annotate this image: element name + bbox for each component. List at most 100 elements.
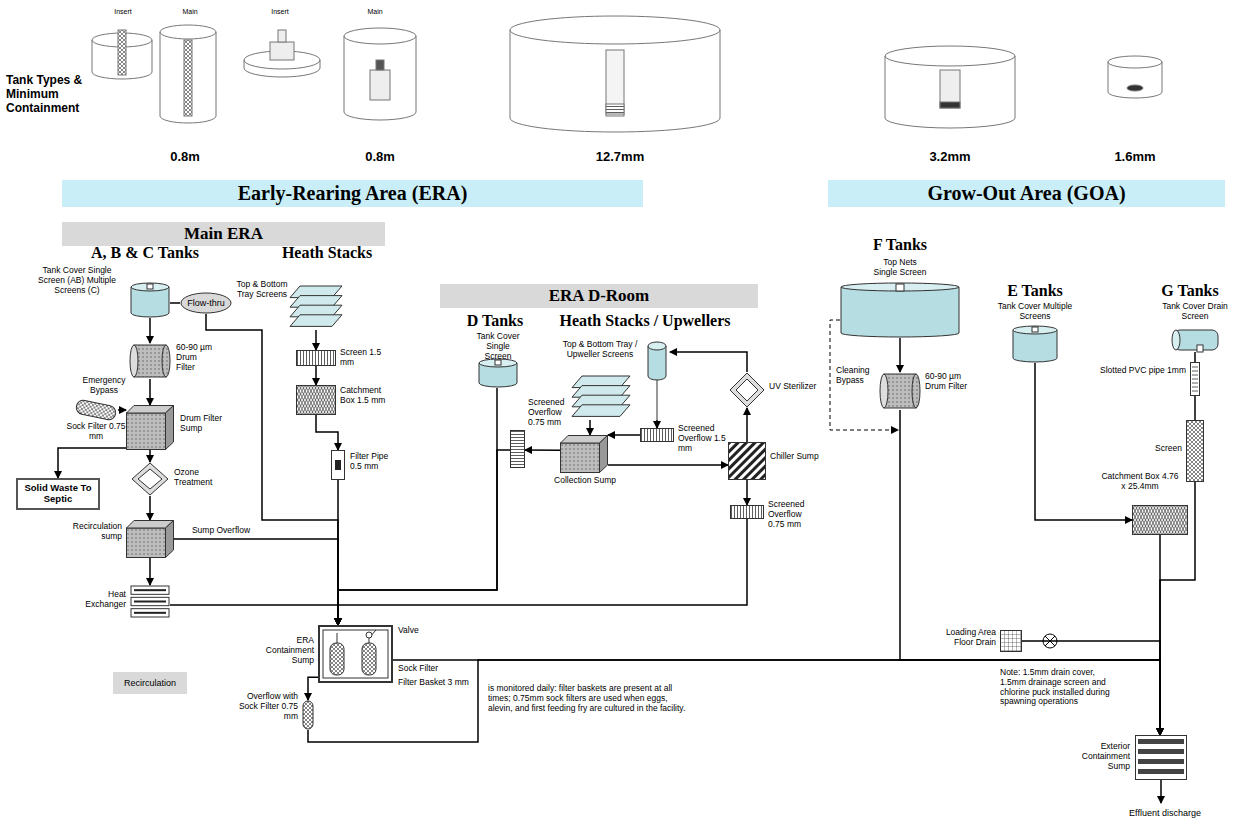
slotted-pipe: Slotted PVC pipe 1mm bbox=[1190, 362, 1200, 396]
flow-connector bbox=[1194, 396, 1196, 420]
drain-screen: Screen bbox=[1186, 420, 1204, 482]
tank-cover: Tank Cover Multiple Screens bbox=[1012, 325, 1058, 363]
annotation-label: 1.6mm bbox=[1110, 150, 1160, 165]
annotation-label: 0.8m bbox=[165, 150, 205, 165]
annotation-label: Tank Types & Minimum Containment bbox=[6, 74, 90, 115]
annotation-label: Filter Basket 3 mm bbox=[398, 678, 478, 688]
chiller-sump: Chiller Sump bbox=[728, 442, 766, 480]
component-icon bbox=[130, 585, 170, 619]
node-label: Tank Cover Multiple Screens bbox=[990, 302, 1080, 322]
flow-connector bbox=[149, 558, 151, 585]
node-text: Early-Rearing Area (ERA) bbox=[238, 182, 468, 205]
flow-connector bbox=[589, 420, 591, 435]
flow-connector bbox=[746, 480, 748, 505]
flow-connector bbox=[149, 450, 151, 462]
annotation-label: is monitored daily: filter baskets are p… bbox=[488, 684, 688, 713]
component-icon bbox=[640, 428, 674, 442]
annotation-label: 12.7mm bbox=[590, 150, 650, 165]
sump-box: Collection Sump bbox=[560, 435, 608, 473]
node-label: ERA Containment Sump bbox=[256, 636, 314, 665]
sump-box: Recirculation sump bbox=[126, 520, 174, 558]
flow-connector bbox=[608, 434, 640, 436]
flow-connector bbox=[149, 318, 151, 343]
flow-thru-ellipse: Flow-thru bbox=[180, 292, 232, 314]
component-icon bbox=[1135, 735, 1187, 780]
section-heading: E Tanks bbox=[995, 282, 1075, 300]
section-heading: A, B & C Tanks bbox=[70, 244, 220, 262]
catchment-box: Catchment Box 1.5 mm bbox=[296, 385, 336, 415]
g-tank: Tank Cover Drain Screen bbox=[1170, 328, 1220, 352]
flow-connector bbox=[393, 660, 1160, 735]
area-band: Grow-Out Area (GOA) bbox=[828, 180, 1225, 207]
node-label: Ozone Treatment bbox=[174, 468, 229, 488]
node-label: Top & Bottom Tray / Upweller Screens bbox=[555, 340, 645, 360]
node-label: Screen 1.5 mm bbox=[340, 348, 384, 368]
flow-connector bbox=[1194, 352, 1196, 362]
flow-connector bbox=[656, 420, 658, 428]
node-text: Grow-Out Area (GOA) bbox=[927, 182, 1125, 205]
annotation-label: Effluent discharge bbox=[1110, 808, 1220, 818]
component-icon bbox=[296, 350, 336, 366]
component-icon bbox=[730, 505, 764, 519]
node-text: ERA D-Room bbox=[549, 286, 650, 306]
drum-filter: 60-90 µm Drum Filter bbox=[879, 372, 921, 410]
discharge-arrow bbox=[1160, 780, 1162, 803]
containment-sump: ERA Containment Sump bbox=[318, 625, 393, 683]
flow-connector bbox=[174, 539, 338, 625]
heat-exchanger: Heat Exchanger bbox=[130, 585, 170, 619]
flow-connector bbox=[58, 448, 126, 478]
component-icon bbox=[130, 282, 170, 318]
node-label: Filter Pipe 0.5 mm bbox=[350, 452, 392, 472]
component-icon bbox=[74, 400, 118, 420]
component-icon bbox=[131, 462, 169, 496]
room-band: ERA D-Room bbox=[440, 284, 758, 308]
flow-connector bbox=[149, 379, 151, 405]
waste-box: Solid Waste To Septic bbox=[16, 478, 100, 510]
flow-connector bbox=[118, 409, 126, 411]
flow-connector bbox=[149, 496, 151, 520]
node-label: Sock Filter 0.75 mm bbox=[66, 422, 126, 442]
annotation-label: 3.2mm bbox=[925, 150, 975, 165]
upweller-stack: Top & Bottom Tray / Upweller Screens bbox=[572, 340, 670, 420]
node-label: Top Nets Single Screen bbox=[872, 258, 928, 278]
node-text: Recirculation bbox=[124, 678, 176, 688]
exterior-sump: Exterior Containment Sump bbox=[1135, 735, 1187, 780]
flow-connector bbox=[608, 464, 728, 466]
node-label: Top & Bottom Tray Screens bbox=[236, 280, 288, 300]
flow-connector bbox=[899, 338, 901, 372]
node-label: 60-90 µm Drum Filter bbox=[925, 372, 970, 392]
annotation-label: Cleaning Bypass bbox=[836, 366, 878, 386]
flow-connector bbox=[900, 410, 1160, 735]
section-heading: F Tanks bbox=[860, 236, 940, 254]
annotation-label: Insert bbox=[265, 8, 295, 16]
filter-pipe: Filter Pipe 0.5 mm bbox=[331, 450, 345, 480]
component-icon bbox=[290, 282, 342, 330]
sump-box: Drum Filter Sump bbox=[126, 405, 174, 450]
node-label: Recirculation sump bbox=[56, 522, 122, 542]
component-icon bbox=[129, 343, 171, 379]
flow-connector bbox=[170, 302, 180, 304]
screened-overflow: Screened Overflow 0.75 mm bbox=[510, 430, 525, 468]
treatment-diamond: Ozone Treatment bbox=[131, 462, 169, 496]
annotation-label: Main bbox=[175, 8, 205, 16]
flow-connector bbox=[746, 408, 748, 442]
area-band: Early-Rearing Area (ERA) bbox=[62, 180, 643, 207]
node-label: 60-90 µm Drum Filter bbox=[176, 343, 218, 372]
component-icon bbox=[296, 385, 336, 415]
annotation-label: Insert bbox=[108, 8, 138, 16]
sock-filter: Sock Filter 0.75 mm bbox=[74, 400, 118, 420]
component-icon bbox=[728, 442, 766, 480]
annotation-label: Sock Filter bbox=[398, 664, 458, 674]
large-tank: Top Nets Single Screen bbox=[840, 282, 960, 338]
component-icon bbox=[318, 625, 393, 683]
component-icon bbox=[1190, 362, 1200, 396]
node-label: Collection Sump bbox=[545, 476, 625, 486]
screen-symbol: Screened Overflow 1.5 mm bbox=[640, 428, 674, 442]
annotation-label: Note: 1.5mm drain cover, 1.5mm drainage … bbox=[1000, 668, 1110, 707]
node-label: Loading Area Floor Drain bbox=[936, 628, 996, 648]
room-band: Main ERA bbox=[62, 222, 385, 246]
node-label: Slotted PVC pipe 1mm bbox=[1100, 366, 1186, 376]
node-label: UV Sterilizer bbox=[769, 382, 819, 392]
component-icon bbox=[1170, 328, 1220, 352]
component-icon bbox=[1186, 420, 1204, 482]
